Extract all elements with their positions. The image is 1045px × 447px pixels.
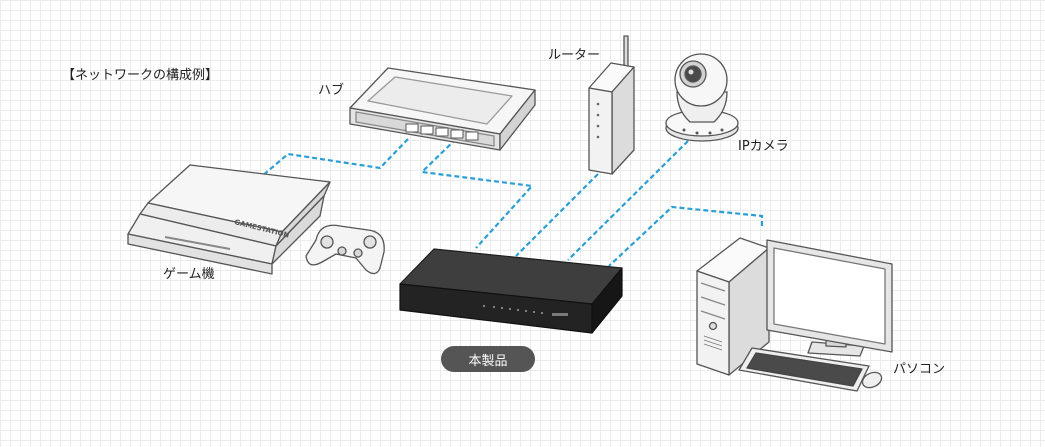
cable-hub-to-game <box>254 138 409 183</box>
ip-camera-label: IPカメラ <box>738 139 789 154</box>
product-switch-device <box>399 248 623 334</box>
pc-tower <box>696 237 770 376</box>
hub-label: ハブ <box>318 83 345 98</box>
pc-label: パソコン <box>893 362 946 377</box>
game-console-label: ゲーム機 <box>163 267 215 282</box>
hub-device <box>349 67 536 151</box>
pc-mouse <box>861 371 883 389</box>
cable-camera-to-switch <box>567 140 689 261</box>
product-label: 本製品 <box>441 346 535 372</box>
cables <box>254 138 764 267</box>
cable-router-to-switch <box>515 173 599 257</box>
game-controller-icon <box>305 224 385 275</box>
router-label: ルーター <box>548 48 601 63</box>
ip-camera-device <box>665 53 739 142</box>
pc-keyboard <box>738 347 870 392</box>
game-console-device <box>127 164 331 275</box>
cable-hub-to-switch <box>419 138 535 249</box>
cable-pc-to-switch <box>608 205 764 267</box>
pc-monitor <box>766 239 893 357</box>
diagram-title: 【ネットワークの構成例】 <box>62 68 219 83</box>
router-device <box>588 35 635 175</box>
